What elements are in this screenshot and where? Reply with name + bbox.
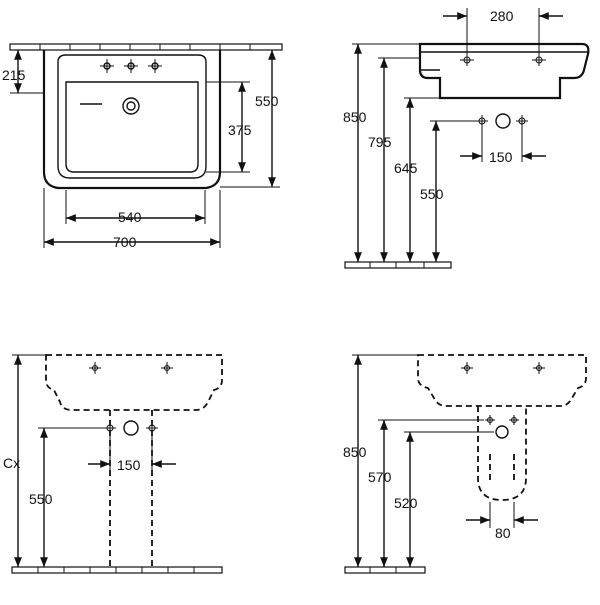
dim-645-label: 645 xyxy=(394,160,418,176)
basin-outline xyxy=(42,50,222,190)
dim-550-front-label: 550 xyxy=(29,491,53,507)
tap-hole-icon xyxy=(460,54,474,66)
dim-700-label: 700 xyxy=(113,234,137,250)
tap-hole-icon xyxy=(533,362,545,374)
semipedestal-dashed-outline xyxy=(477,406,527,501)
dim-520-label: 520 xyxy=(394,495,418,511)
dim-375-label: 375 xyxy=(228,122,252,138)
dim-215-label: 215 xyxy=(2,67,26,83)
tap-hole-icon xyxy=(100,59,114,73)
dim-cx-label: Cx xyxy=(3,455,20,471)
waste-pipe-icon xyxy=(495,113,511,129)
basin-dashed-outline xyxy=(45,354,223,411)
waste-pipe-icon xyxy=(123,420,139,436)
dim-550-label: 550 xyxy=(255,93,279,109)
pedestal-dashed-outline xyxy=(109,410,153,568)
side-semipedestal-view: 850 570 520 80 xyxy=(343,354,587,574)
supply-valve-icon xyxy=(146,422,158,434)
supply-valve-icon xyxy=(485,415,495,425)
floor-strip xyxy=(344,566,426,574)
basin-dashed-outline xyxy=(417,354,587,407)
drain-icon xyxy=(122,97,140,115)
front-pedestal-view: Cx 550 150 xyxy=(3,354,223,574)
tap-hole-icon xyxy=(148,59,162,73)
side-view: 280 850 795 645 550 xyxy=(343,8,590,269)
supply-valve-icon xyxy=(476,115,488,127)
floor-strip xyxy=(344,261,452,269)
drain-icon xyxy=(495,425,509,439)
floor-strip xyxy=(11,566,223,574)
dim-150-front-label: 150 xyxy=(117,457,141,473)
dim-280-label: 280 xyxy=(490,8,514,24)
tap-hole-icon xyxy=(124,59,138,73)
tap-hole-icon xyxy=(161,362,173,374)
dim-570-label: 570 xyxy=(368,469,392,485)
basin-side-outline xyxy=(418,42,590,100)
wall-strip xyxy=(9,43,283,51)
dim-795-label: 795 xyxy=(368,134,392,150)
dim-850-label: 850 xyxy=(343,109,367,125)
supply-valve-icon xyxy=(516,115,528,127)
tap-hole-icon xyxy=(89,362,101,374)
basin-rim xyxy=(57,54,207,179)
supply-valve-icon xyxy=(509,415,519,425)
tap-hole-icon xyxy=(532,54,546,66)
top-view: 215 550 375 540 700 xyxy=(2,43,283,250)
supply-valve-icon xyxy=(104,422,116,434)
dim-550-side-label: 550 xyxy=(420,186,444,202)
tap-hole-icon xyxy=(461,362,473,374)
dim-540-label: 540 xyxy=(118,209,142,225)
dim-150-label: 150 xyxy=(489,149,513,165)
dim-80-label: 80 xyxy=(495,525,511,541)
dim-850-semi-label: 850 xyxy=(343,444,367,460)
basin-bowl xyxy=(65,81,199,173)
